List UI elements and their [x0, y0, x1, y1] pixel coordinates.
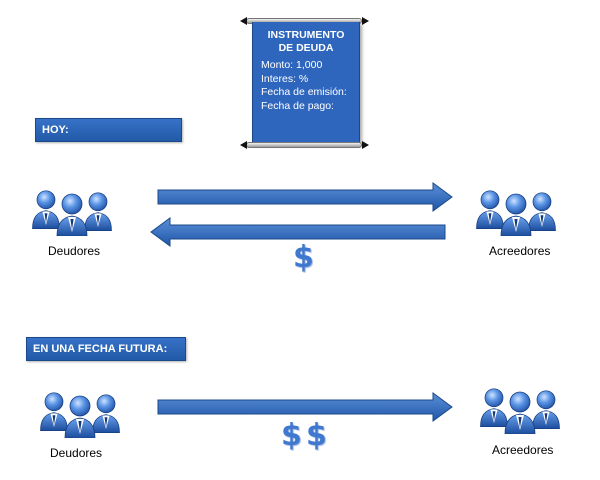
arrow-left-icon	[150, 217, 446, 247]
scroll-bottom-right-cap	[362, 141, 369, 149]
instrument-issue-date: Fecha de emisión:	[261, 86, 347, 98]
debt-instrument-scroll: INSTRUMENTO DE DEUDA Monto: 1,000 Intere…	[252, 22, 360, 144]
scroll-bottom-left-cap	[240, 141, 247, 149]
instrument-interest: Interes: %	[261, 72, 309, 85]
future-debtors-people-group-icon	[34, 382, 126, 438]
scroll-top-right-cap	[362, 17, 369, 25]
future-debtors-label: Deudores	[50, 446, 103, 460]
today-bar: HOY:	[35, 118, 182, 142]
debtors-people-group-icon	[26, 180, 118, 236]
today-creditors-label: Acreedores	[489, 244, 551, 258]
future-creditors-people-group-icon	[474, 378, 566, 434]
future-dollar-icon-2: $	[306, 418, 327, 453]
creditors-people-group-icon	[470, 180, 562, 236]
future-creditors-label: Acreedores	[492, 443, 554, 457]
future-arrow-right-icon	[157, 392, 453, 422]
scroll-bottom-rod	[246, 142, 362, 148]
future-dollar-icon-1: $	[281, 418, 302, 453]
today-dollar-icon: $	[293, 240, 314, 275]
instrument-title: INSTRUMENTO DE DEUDA	[267, 29, 345, 54]
instrument-amount: Monto: 1,000	[261, 59, 323, 71]
future-bar: EN UNA FECHA FUTURA:	[26, 337, 186, 361]
instrument-payment-date: Fecha de pago:	[261, 99, 334, 112]
arrow-right-icon	[157, 182, 453, 212]
scroll-top-left-cap	[240, 17, 247, 25]
today-debtors-label: Deudores	[48, 244, 101, 258]
